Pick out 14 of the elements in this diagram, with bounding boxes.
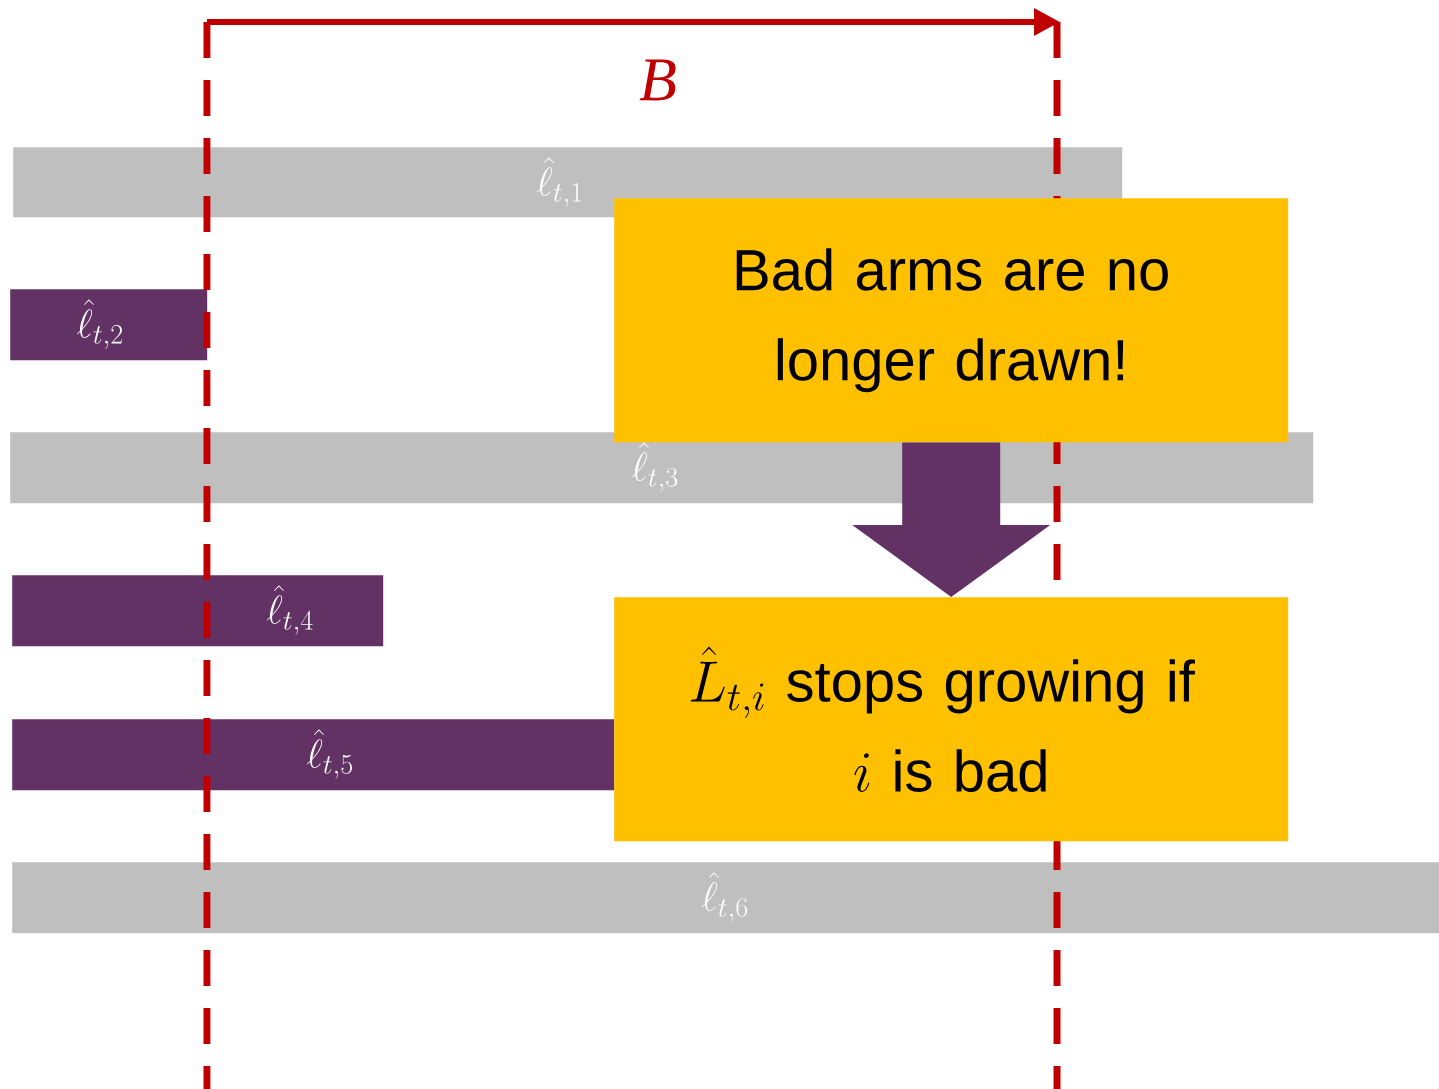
block-arrow xyxy=(852,442,1051,597)
bar-label: $\hat{\ell}_{t,1}$ xyxy=(536,157,582,207)
bar xyxy=(10,289,208,361)
callout-box: Bad arms are no longer drawn! xyxy=(614,198,1289,443)
callout-box: $\hat{L}_{t,i}\text{ stops growing if }\allowbreak i\text{ is bad}$ xyxy=(614,597,1289,842)
bar-label: $\hat{\ell}_{t,4}$ xyxy=(266,585,313,635)
bar-label: $\hat{\ell}_{t,5}$ xyxy=(306,729,352,779)
bar-label: $\hat{\ell}_{t,3}$ xyxy=(631,442,678,492)
bar xyxy=(12,862,1439,934)
bar xyxy=(12,575,384,647)
bar-label: $\hat{\ell}_{t,6}$ xyxy=(701,872,748,922)
bar-label: $\hat{\ell}_{t,2}$ xyxy=(76,299,122,349)
dimension-label: B xyxy=(639,59,676,101)
bar xyxy=(12,719,615,791)
